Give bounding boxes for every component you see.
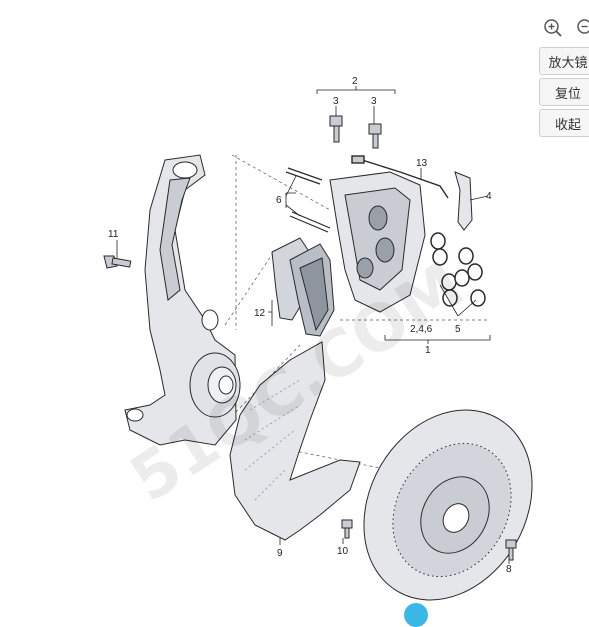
callout-leaders (116, 86, 510, 564)
callout-8: 8 (506, 564, 512, 575)
callout-1: 1 (425, 345, 431, 356)
collapse-button[interactable]: 收起 (539, 109, 589, 137)
screw-8 (505, 539, 517, 561)
callout-11: 11 (108, 229, 119, 240)
callout-9: 9 (277, 548, 283, 559)
enlarge-button[interactable]: 放大镜 (539, 47, 589, 75)
zoom-in-icon[interactable] (543, 18, 563, 38)
retaining-clip (454, 171, 473, 231)
wheel-hub (189, 352, 241, 418)
reset-button[interactable]: 复位 (539, 78, 589, 106)
callout-6: 6 (276, 195, 282, 206)
callout-2: 2 (352, 76, 358, 87)
piston-seals (430, 232, 486, 307)
scroll-indicator[interactable] (404, 603, 428, 627)
screw-10 (341, 519, 353, 539)
callout-3b: 3 (371, 96, 377, 107)
callout-246: 2,4,6 (410, 324, 433, 335)
wear-sensor (351, 155, 449, 199)
bleeder-screws (329, 115, 382, 149)
callout-3a: 3 (333, 96, 339, 107)
brake-pads (271, 237, 335, 337)
bolt-11 (103, 255, 132, 269)
pad-springs (285, 167, 331, 233)
callout-10: 10 (337, 546, 349, 557)
callout-13: 13 (416, 158, 428, 169)
brake-disc (363, 409, 533, 601)
splash-shield (229, 341, 361, 541)
zoom-out-icon[interactable] (576, 18, 589, 38)
callout-4: 4 (486, 191, 492, 202)
callout-12: 12 (254, 308, 266, 319)
callout-labels: 2 3 3 13 4 6 11 12 2,4,6 5 1 9 10 8 (108, 76, 512, 575)
brake-caliper (329, 171, 426, 313)
callout-5: 5 (455, 324, 461, 335)
